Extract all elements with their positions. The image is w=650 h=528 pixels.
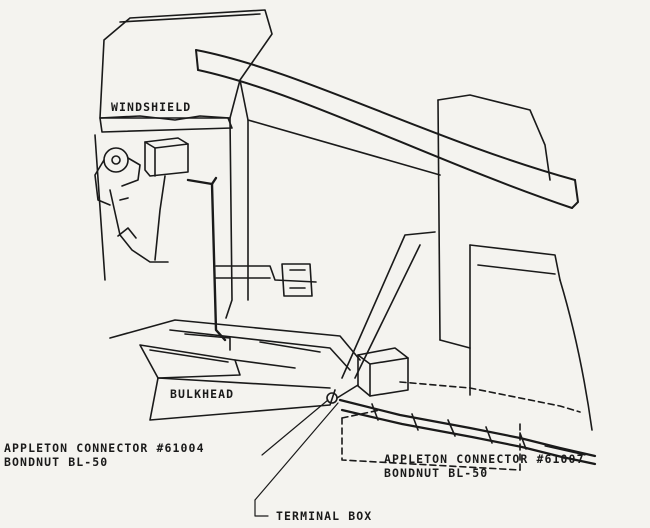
callout-61007-line2: BONDNUT BL-50 [384,466,489,480]
switch-box [144,137,189,261]
vertical-conduit [186,176,227,342]
callout-appleton-61004: APPLETON CONNECTOR #61004 BONDNUT BL-50 [4,441,205,469]
label-terminal-box: TERMINAL BOX [276,509,373,523]
callout-61004-line1: APPLETON CONNECTOR #61004 [4,441,205,455]
rear-cabin-wall [437,94,593,431]
conduit-clamps [371,403,527,450]
leader-lines [254,399,586,517]
cabin-roof-frame [99,9,441,319]
wall-bracket [215,263,317,297]
wiper-motor [94,147,169,263]
bulkhead-deck [109,319,361,421]
callout-appleton-61007: APPLETON CONNECTOR #61007 BONDNUT BL-50 [384,452,585,480]
terminal-box [326,347,409,404]
overhead-beam [195,49,579,209]
callout-61004-line2: BONDNUT BL-50 [4,455,109,469]
floor-conduit [338,398,597,466]
windshield-panel [94,117,233,281]
diagonal-panel [341,231,436,379]
label-windshield: WINDSHIELD [111,100,192,114]
label-bulkhead: BULKHEAD [170,387,235,401]
callout-61007-line1: APPLETON CONNECTOR #61007 [384,452,585,466]
